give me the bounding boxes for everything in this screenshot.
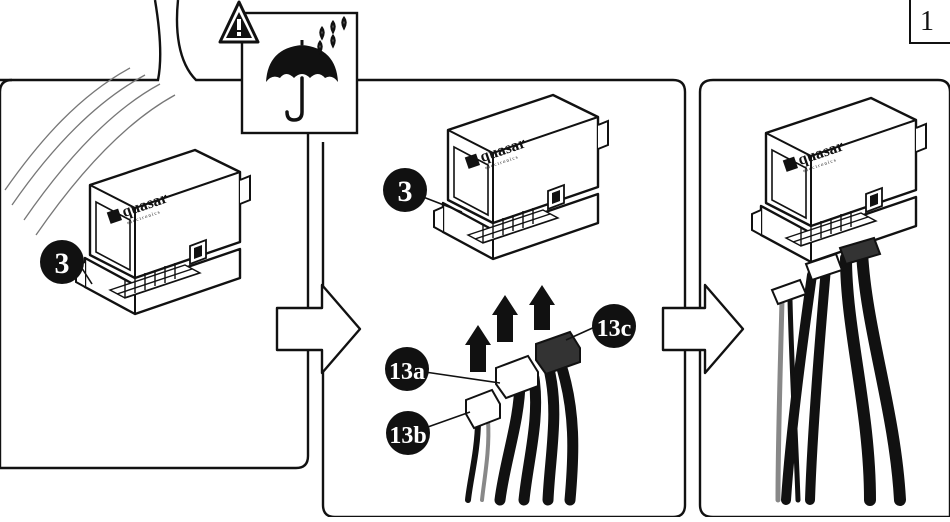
callout-label: 13a <box>389 359 425 385</box>
quasar-unit-panel-2 <box>432 93 610 261</box>
callout-unit-panel-1: 3 <box>40 240 84 284</box>
panel-3 <box>698 78 950 519</box>
callout-connector-13b: 13b <box>386 411 430 455</box>
surface-curves <box>4 67 176 236</box>
arrow-right-icon <box>275 283 362 375</box>
page-number: 1 <box>920 6 935 37</box>
panel-1 <box>0 0 310 470</box>
panel-2 <box>77 78 687 519</box>
arrow-right-icon <box>661 283 745 375</box>
weather-warning-box <box>218 0 359 150</box>
cable-bundle <box>465 330 581 506</box>
callout-unit-panel-2: 3 <box>383 168 427 212</box>
umbrella-rain-icon <box>266 15 347 122</box>
callout-label: 3 <box>398 175 413 208</box>
arrow-up-icon <box>465 285 555 372</box>
warning-triangle-icon <box>218 0 260 44</box>
quasar-unit-panel-3 <box>750 96 928 264</box>
callout-connector-13a: 13a <box>385 347 429 391</box>
callout-label: 13c <box>597 316 632 342</box>
callout-label: 13b <box>389 423 426 449</box>
quasar-unit-panel-1 <box>74 148 252 316</box>
cable-bundle-installed <box>775 246 906 506</box>
callout-connector-13c: 13c <box>592 304 636 348</box>
callout-label: 3 <box>55 247 70 280</box>
page-number-box <box>909 0 950 44</box>
